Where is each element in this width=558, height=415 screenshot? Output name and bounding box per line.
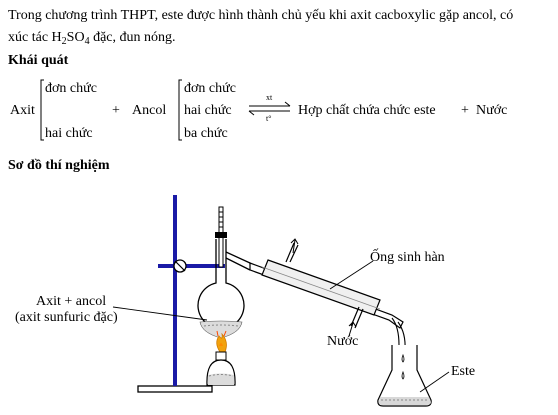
condenser-label: Ống sinh hàn (370, 250, 445, 265)
ester-drops (401, 353, 405, 380)
water-label: Nước (476, 103, 508, 118)
ester-liquid (378, 397, 431, 405)
plus-sign-1: + (112, 103, 120, 118)
condenser-leader (329, 260, 374, 290)
acid-label: Axit (10, 103, 35, 118)
acid-brace (40, 79, 44, 141)
arrow-temperature-label: t° (266, 114, 272, 123)
plus-sign-2: + (461, 103, 469, 118)
alcohol-burner (206, 330, 236, 386)
ester-label: Este (451, 364, 476, 379)
product-label: Hợp chất chứa chức este (298, 103, 436, 118)
ester-leader (419, 371, 450, 393)
alcohol-brace (178, 79, 182, 141)
acid-option-2: hai chức (45, 126, 93, 141)
condenser (249, 242, 404, 329)
intro-line-2: xúc tác H2SO4 đặc, đun nóng. (8, 30, 176, 47)
intro-line-1: Trong chương trình THPT, este được hình … (8, 8, 514, 23)
water-out-arrow (290, 238, 299, 254)
alcohol-option-1: đơn chức (184, 81, 236, 96)
water-inlet-label: Nước (327, 334, 359, 349)
round-bottom-flask (197, 239, 251, 330)
equilibrium-arrow (248, 101, 291, 116)
alcohol-option-3: ba chức (184, 126, 228, 141)
erlenmeyer-flask (377, 345, 432, 407)
acid-option-1: đơn chức (45, 81, 97, 96)
general-heading: Khái quát (8, 53, 69, 68)
alcohol-option-2: hai chức (184, 103, 232, 118)
arrow-catalyst-label: xt (266, 93, 273, 102)
diagram-heading: Sơ đồ thí nghiệm (8, 158, 110, 173)
reactants-leader (112, 306, 208, 321)
flask-stopper (215, 232, 227, 238)
water-in-arrow (348, 321, 357, 337)
reactants-label-line-2: (axit sunfuric đặc) (15, 310, 118, 325)
lab-stand (137, 195, 225, 393)
flask-liquid (199, 320, 243, 339)
reactants-label-line-1: Axit + ancol (36, 294, 107, 309)
alcohol-label: Ancol (132, 103, 167, 118)
